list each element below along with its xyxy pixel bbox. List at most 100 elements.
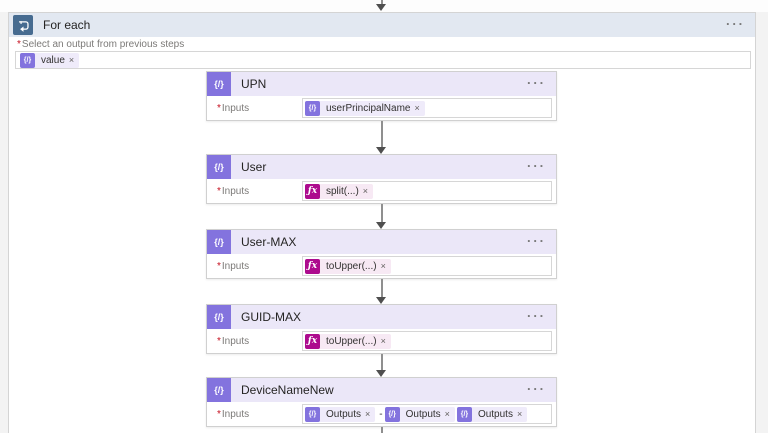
remove-chip-icon[interactable]: × (516, 409, 523, 419)
inputs-label: *Inputs (217, 409, 249, 420)
dynamic-content-icon: {/} (305, 100, 320, 116)
expression-chip-toupper[interactable]: ƒx toUpper(...) × (305, 333, 391, 349)
token-chip-value[interactable]: {/} value × (20, 52, 80, 68)
expression-chip-split[interactable]: ƒx split(...) × (305, 183, 374, 199)
action-card-user: {/} User ··· *Inputs ƒx split(...) × (206, 154, 557, 204)
connector-line (380, 279, 383, 298)
chip-label: split(...) (326, 185, 359, 197)
input-text-separator: - (379, 408, 383, 420)
chip-label: Outputs (326, 408, 362, 420)
connector-line (380, 204, 383, 223)
inputs-field[interactable]: {/} Outputs × - {/} Outputs × {/} Output… (302, 404, 552, 424)
required-asterisk: * (217, 336, 221, 347)
chip-label: value (41, 54, 65, 66)
action-title: User-MAX (241, 235, 297, 249)
action-card-user-max: {/} User-MAX ··· *Inputs ƒx toUpper(...)… (206, 229, 557, 279)
for-each-menu-icon[interactable]: ··· (726, 16, 745, 32)
remove-chip-icon[interactable]: × (68, 55, 75, 65)
action-header[interactable]: {/} User ··· (207, 155, 556, 179)
action-title: UPN (241, 77, 267, 91)
for-each-output-input[interactable]: {/} value × (15, 51, 751, 69)
inputs-field[interactable]: {/} userPrincipalName × (302, 98, 552, 118)
action-title: GUID-MAX (241, 310, 301, 324)
compose-icon: {/} (207, 155, 231, 179)
for-each-icon (13, 15, 33, 35)
action-body: *Inputs {/} Outputs × - {/} Outputs × {/… (207, 402, 556, 427)
action-header[interactable]: {/} DeviceNameNew ··· (207, 378, 556, 402)
action-header[interactable]: {/} User-MAX ··· (207, 230, 556, 254)
required-asterisk: * (217, 409, 221, 420)
chip-label: userPrincipalName (326, 102, 411, 114)
connector-arrow-icon (376, 297, 386, 304)
connector-line (380, 121, 383, 148)
connector-line (380, 427, 383, 433)
inputs-label-text: Inputs (221, 186, 250, 197)
connector-arrow-icon (376, 147, 386, 154)
dynamic-content-icon: {/} (20, 52, 35, 68)
inputs-label-text: Inputs (221, 261, 250, 272)
expression-fx-icon: ƒx (305, 258, 320, 274)
token-chip-outputs[interactable]: {/} Outputs × (305, 406, 376, 422)
remove-chip-icon[interactable]: × (365, 409, 371, 419)
inputs-label-text: Inputs (221, 409, 250, 420)
token-chip-outputs[interactable]: {/} Outputs × (456, 406, 528, 422)
compose-icon: {/} (207, 230, 231, 254)
inputs-label-text: Inputs (221, 103, 250, 114)
inputs-label: *Inputs (217, 186, 249, 197)
remove-chip-icon[interactable]: × (414, 103, 420, 113)
action-header[interactable]: {/} GUID-MAX ··· (207, 305, 556, 329)
remove-chip-icon[interactable]: × (362, 186, 369, 196)
action-title: DeviceNameNew (241, 383, 334, 397)
inputs-field[interactable]: ƒx toUpper(...) × (302, 256, 552, 276)
required-asterisk: * (217, 186, 221, 197)
field-label-text: Select an output from previous steps (21, 39, 185, 50)
dynamic-content-icon: {/} (305, 406, 320, 422)
action-menu-icon[interactable]: ··· (527, 158, 546, 174)
expression-chip-toupper[interactable]: ƒx toUpper(...) × (305, 258, 391, 274)
remove-chip-icon[interactable]: × (444, 409, 450, 419)
token-chip-userprincipalname[interactable]: {/} userPrincipalName × (305, 100, 425, 116)
connector-line (380, 354, 383, 371)
dynamic-content-icon: {/} (384, 406, 400, 422)
action-card-upn: {/} UPN ··· *Inputs {/} userPrincipalNam… (206, 71, 557, 121)
action-body: *Inputs ƒx split(...) × (207, 179, 556, 204)
remove-chip-icon[interactable]: × (380, 336, 386, 346)
remove-chip-icon[interactable]: × (380, 261, 386, 271)
action-header[interactable]: {/} UPN ··· (207, 72, 556, 96)
dynamic-content-icon: {/} (456, 406, 472, 422)
action-title: User (241, 160, 267, 174)
compose-icon: {/} (207, 305, 231, 329)
for-each-field-label: *Select an output from previous steps (17, 39, 184, 50)
action-body: *Inputs ƒx toUpper(...) × (207, 254, 556, 279)
chip-label: toUpper(...) (326, 335, 377, 347)
incoming-connector-line (380, 0, 383, 5)
action-menu-icon[interactable]: ··· (527, 308, 546, 324)
incoming-connector-arrow-icon (376, 4, 386, 11)
expression-fx-icon: ƒx (305, 183, 320, 199)
for-each-title: For each (43, 18, 91, 32)
compose-icon: {/} (207, 72, 231, 96)
for-each-header[interactable]: For each ··· (9, 13, 755, 37)
action-menu-icon[interactable]: ··· (527, 75, 546, 91)
action-card-devicenamenew: {/} DeviceNameNew ··· *Inputs {/} Output… (206, 377, 557, 427)
action-menu-icon[interactable]: ··· (527, 233, 546, 249)
chip-label: Outputs (405, 408, 441, 420)
action-body: *Inputs {/} userPrincipalName × (207, 96, 556, 121)
required-asterisk: * (217, 103, 221, 114)
connector-arrow-icon (376, 370, 386, 377)
expression-fx-icon: ƒx (305, 333, 320, 349)
inputs-label: *Inputs (217, 103, 249, 114)
chip-label: Outputs (477, 408, 513, 420)
required-asterisk: * (17, 39, 21, 50)
connector-arrow-icon (376, 222, 386, 229)
action-menu-icon[interactable]: ··· (527, 381, 546, 397)
token-chip-outputs[interactable]: {/} Outputs × (384, 406, 455, 422)
required-asterisk: * (217, 261, 221, 272)
for-each-scope: For each ··· *Select an output from prev… (8, 12, 756, 433)
inputs-field[interactable]: ƒx toUpper(...) × (302, 331, 552, 351)
inputs-field[interactable]: ƒx split(...) × (302, 181, 552, 201)
inputs-label: *Inputs (217, 261, 249, 272)
inputs-label: *Inputs (217, 336, 249, 347)
chip-label: toUpper(...) (326, 260, 377, 272)
action-body: *Inputs ƒx toUpper(...) × (207, 329, 556, 354)
